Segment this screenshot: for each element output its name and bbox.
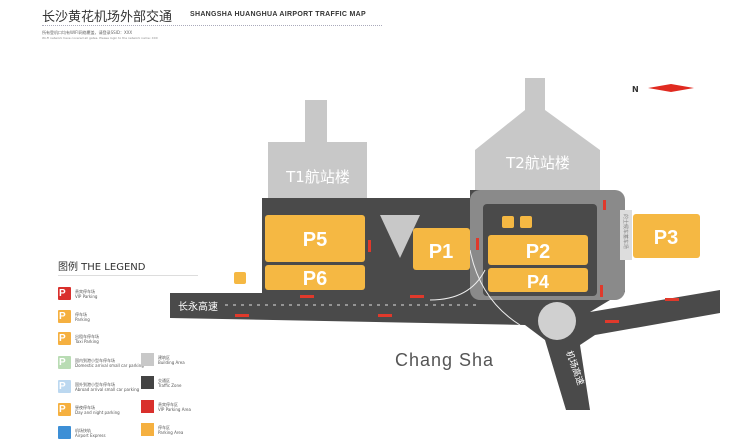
t1-label: T1航站楼 xyxy=(285,168,350,186)
north-arrow-icon xyxy=(648,84,694,92)
svg-text:P2: P2 xyxy=(526,241,550,263)
triangle-building xyxy=(380,215,420,258)
legend-title: 图例 THE LEGEND xyxy=(58,262,146,273)
bus-icon xyxy=(234,272,246,284)
parking-icon: P xyxy=(58,380,71,393)
zone-label-en: Building Area xyxy=(158,359,185,365)
bus-icon xyxy=(520,216,532,228)
roundabout xyxy=(538,302,576,340)
taxi-label: 的士候车蓄车场 xyxy=(622,214,629,249)
legend-divider xyxy=(58,275,198,276)
zone-label: 贵宾停车区 xyxy=(158,401,178,407)
parking-icon: P xyxy=(58,310,71,323)
t2-label: T2航站楼 xyxy=(505,154,570,172)
legend-label: 国内到港小型车停车场 xyxy=(75,357,115,363)
legend-label: 国外到港小型车停车场 xyxy=(75,381,115,387)
zone-swatch xyxy=(141,353,154,366)
parking-p3 xyxy=(633,214,700,258)
page-title: 长沙黄花机场外部交通 xyxy=(42,10,173,25)
parking-icon xyxy=(58,426,71,439)
divider xyxy=(42,25,382,26)
parking-p2 xyxy=(488,235,588,265)
t1-building xyxy=(268,100,367,198)
page-title-en: SHANGSHA HUANGHUA AIRPORT TRAFFIC MAP xyxy=(190,11,366,18)
zone-swatch xyxy=(141,423,154,436)
legend-label-en: Parking xyxy=(75,316,90,322)
parking-icon: P xyxy=(58,403,71,416)
legend-label-en: Domestic arrival small car parking xyxy=(75,362,144,368)
parking-p1 xyxy=(413,228,470,270)
legend-label: 昼夜停车场 xyxy=(75,404,95,410)
t2-building xyxy=(475,78,600,190)
zone-label: 停车区 xyxy=(158,424,170,430)
zone-label: 交通区 xyxy=(158,377,170,383)
legend-label: 贵宾停车场 xyxy=(75,288,95,294)
legend-label-en: VIP Parking xyxy=(75,293,98,299)
svg-text:P3: P3 xyxy=(654,227,678,249)
bus-icon xyxy=(502,216,514,228)
svg-text:P4: P4 xyxy=(527,272,549,292)
legend-label-en: Taxi Parking xyxy=(75,338,99,344)
highway-label: 长永高速 xyxy=(178,300,218,313)
wifi-note: 所有登机口均有WIFI网络覆盖，请登录SSID：XXX xyxy=(42,30,133,35)
legend-label-en: Airport Express xyxy=(75,432,106,438)
svg-text:P1: P1 xyxy=(429,241,453,263)
zone-label: 建筑区 xyxy=(158,354,170,360)
city-label: Chang Sha xyxy=(395,350,494,370)
zone-label-en: Parking Area xyxy=(158,429,184,435)
taxi-area xyxy=(620,210,632,260)
zone-swatch xyxy=(141,376,154,389)
parking-icon: P xyxy=(58,287,71,300)
legend-label-en: Day and night parking xyxy=(75,409,120,415)
traffic-arrows xyxy=(235,200,679,323)
svg-text:P6: P6 xyxy=(303,268,327,290)
legend-label-en: Abroad arrival small car parking xyxy=(75,386,140,392)
parking-icon: P xyxy=(58,356,71,369)
compass-label: N xyxy=(632,85,639,94)
zone-swatch xyxy=(141,400,154,413)
legend-label: 出租车停车场 xyxy=(75,333,99,339)
svg-text:P5: P5 xyxy=(303,229,327,251)
zone-label-en: VIP Parking Area xyxy=(158,406,191,412)
parking-p5 xyxy=(265,215,365,262)
legend-label: 停车场 xyxy=(75,311,87,317)
zone-label-en: Traffic Zone xyxy=(158,382,182,388)
parking-icon: P xyxy=(58,332,71,345)
parking-p4 xyxy=(488,268,588,292)
parking-p6 xyxy=(265,265,365,290)
legend-label: 机场快轨 xyxy=(75,427,91,433)
wifi-note-en: Wi-Fi network have covered all gates. Pl… xyxy=(42,36,158,40)
